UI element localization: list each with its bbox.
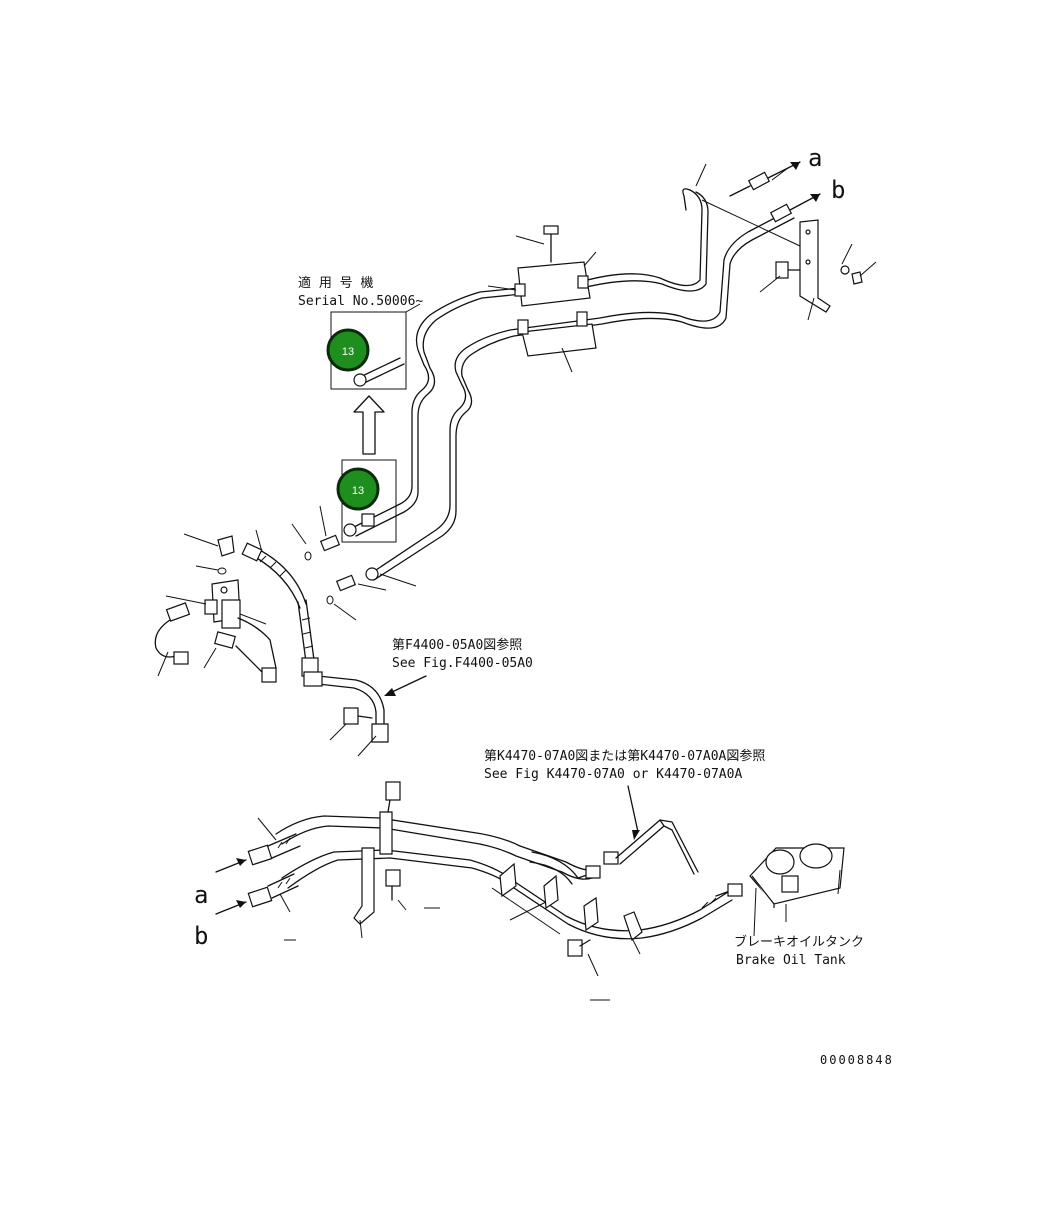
label-a-top: a [808, 144, 822, 172]
tank-label-jp: ブレーキオイルタンク [734, 934, 864, 950]
pressure-sensor [154, 602, 191, 665]
upper-clamp-plate-bottom [517, 311, 597, 357]
ref-k4470-jp: 第K4470-07A0図または第K4470-07A0A図参照 [484, 748, 765, 764]
upper-tube-pair [351, 188, 795, 581]
lower-clamps [491, 862, 643, 957]
lower-tube-pair [275, 815, 733, 940]
label-a-bottom: a [194, 881, 208, 909]
lower-bracket [353, 781, 401, 925]
leader-lines-left [157, 505, 417, 757]
right-bracket [775, 219, 863, 313]
serial-note-jp: 適 用 号 機 [298, 275, 373, 291]
upgrade-arrow [353, 395, 385, 455]
fitting-inset [341, 459, 397, 543]
clamp-bolt-top [543, 225, 559, 263]
ref-f4400-en: See Fig.F4400-05A0 [392, 656, 533, 671]
tank-label-en: Brake Oil Tank [736, 953, 846, 968]
upper-clamp-plate-top [514, 261, 591, 307]
label-b-top: b [831, 176, 845, 204]
inline-fitting [304, 534, 379, 605]
ref-arrow-k4470 [627, 785, 639, 833]
curved-fitting [529, 819, 699, 885]
callout-upper-label: 13 [342, 346, 354, 358]
callout-lower-label: 13 [352, 485, 364, 497]
brake-oil-tank [701, 843, 845, 909]
callout-lower[interactable]: 13 [336, 467, 380, 511]
lower-fittings-a [247, 833, 301, 866]
bent-hose [303, 671, 389, 743]
serial-note-en: Serial No.50006~ [298, 294, 423, 309]
leader-lines-lower [257, 817, 841, 1001]
elbow-fitting [217, 535, 235, 575]
label-b-bottom: b [194, 922, 208, 950]
fitting-b-top [769, 203, 793, 223]
ref-arrow-f4400 [391, 675, 427, 693]
callout-upper[interactable]: 13 [326, 328, 370, 372]
ref-f4400-jp: 第F4400-05A0図参照 [392, 637, 522, 653]
fitting-a-top [729, 171, 771, 197]
lower-fittings-b [247, 873, 299, 908]
leader-lines-upper [487, 163, 877, 373]
callout-upper-circle [326, 328, 370, 372]
callout-lower-circle [336, 467, 380, 511]
drawing-number: 00008848 [820, 1053, 894, 1067]
ref-k4470-en: See Fig K4470-07A0 or K4470-07A0A [484, 767, 742, 782]
flex-hose [241, 542, 319, 677]
valve-block [204, 579, 241, 629]
switch-sensor [214, 617, 277, 683]
